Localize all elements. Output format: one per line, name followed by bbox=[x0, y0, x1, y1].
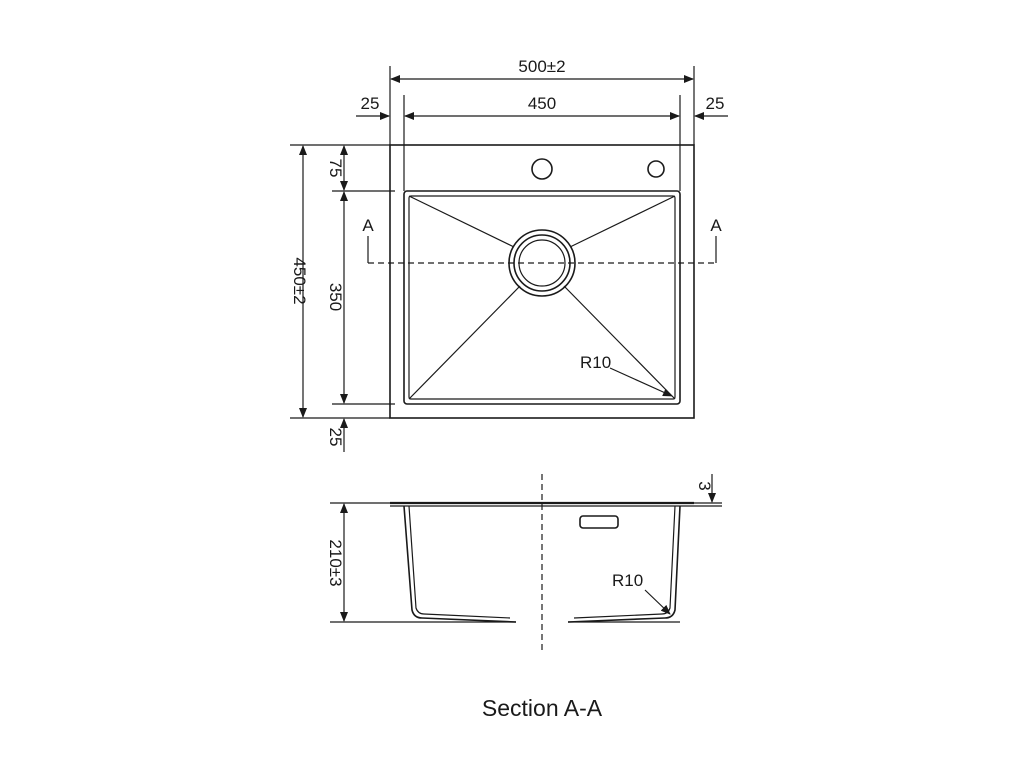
dim-top-flange-label: 75 bbox=[326, 159, 345, 178]
faucet-hole-left bbox=[531, 158, 553, 180]
section-right-wall bbox=[567, 505, 681, 623]
section-mark-right: A bbox=[710, 216, 722, 235]
plan-view: A A R10 500±2 450 25 25 450±2 bbox=[290, 57, 728, 452]
dim-overall-width-label: 500±2 bbox=[518, 57, 565, 76]
section-right-wall-inner bbox=[573, 505, 676, 619]
dim-rim-thickness-label: 3 bbox=[695, 481, 714, 490]
slope-line-br bbox=[563, 285, 676, 400]
section-mark-left: A bbox=[362, 216, 374, 235]
plan-radius-leader bbox=[609, 367, 673, 397]
section-view: 210±3 3 R10 bbox=[326, 474, 722, 650]
section-caption: Section A-A bbox=[482, 695, 603, 721]
dim-overall-depth-label: 450±2 bbox=[290, 257, 309, 304]
dim-right-flange-label: 25 bbox=[706, 94, 725, 113]
dim-left-flange-label: 25 bbox=[361, 94, 380, 113]
section-left-wall-inner bbox=[408, 505, 511, 619]
dim-bottom-flange-label: 25 bbox=[326, 428, 345, 447]
slope-line-tr bbox=[569, 195, 676, 248]
bowl-outline bbox=[403, 190, 681, 405]
dim-bowl-depth-label: 350 bbox=[326, 283, 345, 311]
overflow-slot bbox=[579, 515, 619, 529]
section-left-wall bbox=[403, 505, 517, 623]
plan-radius-label: R10 bbox=[580, 353, 611, 372]
slope-line-bl bbox=[408, 285, 521, 400]
section-radius-label: R10 bbox=[612, 571, 643, 590]
bowl-inner-outline bbox=[408, 195, 676, 400]
slope-line-tl bbox=[408, 195, 515, 248]
sink-outer-outline bbox=[389, 144, 695, 419]
dim-section-depth-label: 210±3 bbox=[326, 539, 345, 586]
section-radius-leader bbox=[644, 589, 671, 615]
faucet-hole-right bbox=[647, 160, 665, 178]
dim-bowl-width-label: 450 bbox=[528, 94, 556, 113]
